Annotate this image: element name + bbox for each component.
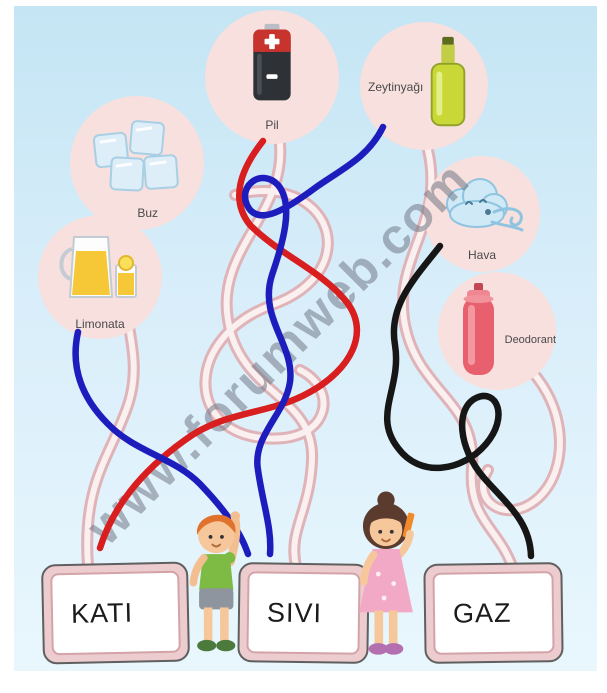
girl-illustration	[359, 491, 415, 655]
item-circle-zeytinyagi: Zeytinyağı	[360, 22, 488, 150]
lemonade-pitcher-icon	[59, 236, 137, 298]
item-label: Deodorant	[504, 334, 556, 346]
category-box-kati: KATI	[40, 561, 191, 665]
item-label: Hava	[467, 248, 497, 262]
olive-oil-bottle-icon	[430, 36, 466, 127]
category-box-gaz: GAZ	[423, 562, 564, 664]
item-circle-deodorant: Deodorant	[438, 272, 556, 390]
item-label: Buz	[137, 206, 159, 220]
boy-illustration	[189, 511, 241, 652]
ice-cubes-icon	[92, 120, 179, 192]
item-circle-buz: Buz	[70, 96, 204, 230]
item-label: Pil	[265, 118, 279, 132]
battery-icon	[253, 23, 291, 101]
category-label: KATI	[50, 570, 181, 656]
spray-can-icon	[463, 283, 494, 375]
item-label: Limonata	[75, 317, 125, 331]
category-label: GAZ	[432, 571, 555, 655]
item-label: Zeytinyağı	[368, 80, 424, 94]
item-circle-limonata: Limonata	[38, 215, 162, 339]
item-circle-pil: Pil	[205, 10, 339, 144]
